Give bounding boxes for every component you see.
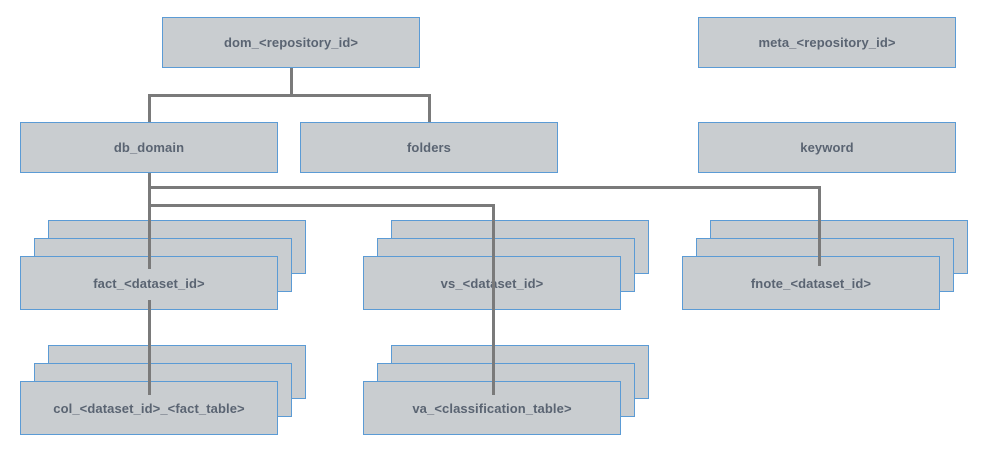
node-vs-dataset-label: vs_<dataset_id> <box>441 276 544 291</box>
edge-fact-to-col <box>148 300 151 395</box>
edge-vs-to-va <box>492 300 495 395</box>
stack-vs-dataset: vs_<dataset_id> <box>363 220 653 310</box>
node-fact-dataset-label: fact_<dataset_id> <box>93 275 205 291</box>
stack-va-classification-table: va_<classification_table> <box>363 345 653 435</box>
edge-db-domain-bus-to-fnote <box>148 186 821 189</box>
edge-dom-trunk-vertical <box>290 68 293 97</box>
node-db-domain[interactable]: db_domain <box>20 122 278 173</box>
node-folders[interactable]: folders <box>300 122 558 173</box>
node-dom-repository[interactable]: dom_<repository_id> <box>162 17 420 68</box>
edge-db-domain-trunk-vertical <box>148 173 151 269</box>
edge-db-domain-bus-to-vs <box>148 204 495 207</box>
node-va-classification-table-label: va_<classification_table> <box>412 400 572 416</box>
node-dom-repository-label: dom_<repository_id> <box>223 35 359 50</box>
edge-db-domain-to-fnote <box>818 186 821 266</box>
stack-fnote-dataset: fnote_<dataset_id> <box>682 220 972 310</box>
node-keyword-label: keyword <box>800 140 854 155</box>
node-meta-repository-label: meta_<repository_id> <box>758 35 896 50</box>
edge-dom-to-db-domain <box>148 94 151 122</box>
stack-col-dataset-fact-table: col_<dataset_id>_<fact_table> <box>20 345 310 435</box>
node-db-domain-label: db_domain <box>113 140 185 155</box>
edge-db-domain-to-vs <box>492 204 495 320</box>
node-col-dataset-fact-table-label: col_<dataset_id>_<fact_table> <box>53 400 245 416</box>
node-keyword[interactable]: keyword <box>698 122 956 173</box>
node-fnote-dataset-label: fnote_<dataset_id> <box>750 275 872 291</box>
node-folders-label: folders <box>406 140 452 155</box>
node-fnote-dataset[interactable]: fnote_<dataset_id> <box>682 256 940 310</box>
edge-dom-bus-horizontal <box>148 94 431 97</box>
stack-fact-dataset: fact_<dataset_id> <box>20 220 310 310</box>
node-meta-repository[interactable]: meta_<repository_id> <box>698 17 956 68</box>
edge-dom-to-folders <box>428 94 431 122</box>
